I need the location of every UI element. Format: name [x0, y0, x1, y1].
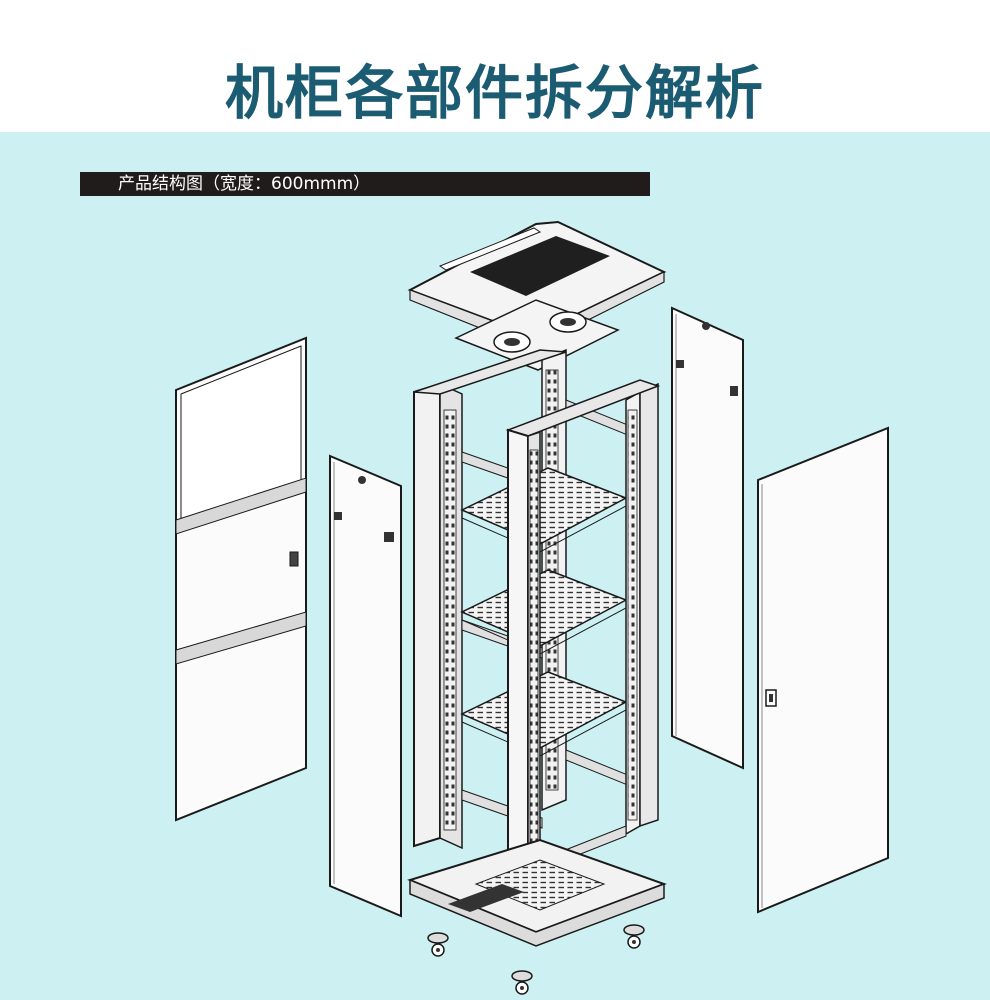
subtitle: 产品结构图（宽度：600mmm） [118, 174, 371, 194]
right-side-panel [757, 426, 889, 914]
fan-plate [454, 299, 620, 371]
caster-wheel [623, 924, 645, 949]
title-band [0, 0, 990, 132]
subtitle-bar [80, 172, 650, 196]
cabinet-frame [413, 348, 661, 892]
caster-wheel [427, 932, 449, 957]
caster-wheel [511, 970, 533, 995]
page-title: 机柜各部件拆分解析 [224, 59, 765, 127]
rear-door [671, 306, 744, 770]
base-plate [407, 838, 667, 947]
front-glass-door [175, 336, 307, 822]
left-side-panel [329, 454, 402, 918]
